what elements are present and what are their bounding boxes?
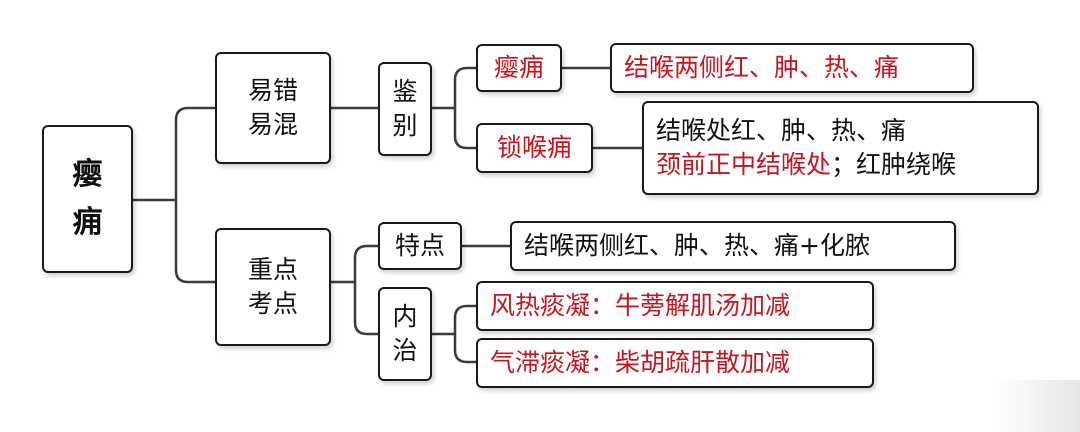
branch-key-points: 重点 考点 [215,228,331,346]
branch-key-points-line1: 重点 [247,255,298,285]
desc-throat-lock-line2-black: ；红肿绕喉 [831,150,957,179]
item-goiter-abscess: 瘿痈 [476,44,562,92]
desc-throat-lock-line2: 颈前正中结喉处；红肿绕喉 [656,148,956,182]
differentiation-node: 鉴 别 [378,62,432,156]
differentiation-line1: 鉴 [392,77,418,107]
branch-confusion-line2: 易混 [247,110,298,139]
treatment-qi-stagnation-text: 气滞痰凝：柴胡疏肝散加减 [490,348,791,378]
desc-throat-lock-line1: 结喉处红、肿、热、痛 [656,116,907,146]
feature-desc: 结喉两侧红、肿、热、痛+化脓 [510,221,956,271]
internal-treatment-node: 内 治 [378,287,432,381]
item-throat-lock-abscess-label: 锁喉痈 [496,133,572,163]
internal-treatment-line1: 内 [392,302,418,332]
corner-shading [995,380,1080,432]
internal-treatment-line2: 治 [392,336,418,365]
branch-confusion-line1: 易错 [247,76,298,106]
desc-throat-lock-abscess: 结喉处红、肿、热、痛 颈前正中结喉处；红肿绕喉 [642,101,1039,195]
desc-goiter-abscess: 结喉两侧红、肿、热、痛 [610,43,974,93]
branch-confusion: 易错 易混 [215,52,331,164]
item-throat-lock-abscess: 锁喉痈 [476,123,593,173]
treatment-wind-heat: 风热痰凝：牛蒡解肌汤加减 [476,281,874,331]
feature-node: 特点 [378,222,462,270]
feature-desc-text: 结喉两侧红、肿、热、痛+化脓 [524,231,870,261]
treatment-wind-heat-text: 风热痰凝：牛蒡解肌汤加减 [490,291,791,321]
treatment-qi-stagnation: 气滞痰凝：柴胡疏肝散加减 [476,338,874,388]
feature-label: 特点 [394,231,445,261]
item-goiter-abscess-label: 瘿痈 [493,53,544,83]
root-label-line1: 瘿 [72,157,103,192]
desc-throat-lock-line2-red: 颈前正中结喉处 [656,150,832,179]
branch-key-points-line2: 考点 [247,289,298,318]
root-label-line2: 痈 [72,205,103,240]
differentiation-line2: 别 [392,111,418,140]
root-node: 瘿 痈 [42,125,133,273]
desc-goiter-abscess-text: 结喉两侧红、肿、热、痛 [624,53,900,83]
